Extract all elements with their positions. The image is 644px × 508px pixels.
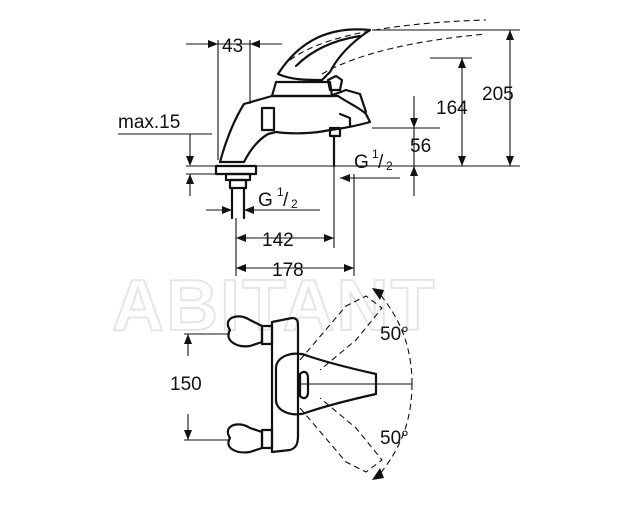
watermark: ABITANT	[112, 266, 437, 346]
thread-left-slash: /	[283, 190, 289, 211]
thread-left-den: 2	[291, 197, 298, 211]
dimension-56-label: 56	[410, 136, 431, 157]
dimension-205: 205	[372, 29, 520, 166]
thread-right-main: G	[354, 152, 369, 173]
angle-top-label: 50°	[380, 324, 409, 345]
thread-label-left: G 1 / 2	[206, 185, 320, 214]
faucet-top-outline	[226, 295, 412, 473]
thread-left-main: G	[258, 190, 273, 211]
dimension-164-label: 164	[436, 98, 468, 119]
dimension-56: 56	[372, 96, 440, 196]
dimension-150: 150	[170, 333, 230, 441]
dimension-43-label: 43	[222, 36, 243, 57]
top-view: 50° 50° 150	[170, 288, 413, 480]
dimension-43: 43	[186, 36, 282, 160]
dimension-178-label: 178	[272, 260, 304, 281]
side-view: 43 205 164 56	[118, 19, 520, 281]
thread-right-num: 1	[372, 147, 379, 161]
dimension-205-label: 205	[482, 84, 514, 105]
dimension-max15: max.15	[118, 112, 212, 196]
dimension-142: 142	[235, 166, 335, 276]
thread-left-num: 1	[277, 185, 284, 199]
dimension-max15-label: max.15	[118, 112, 180, 133]
dimension-150-label: 150	[170, 374, 202, 395]
thread-right-slash: /	[378, 152, 384, 173]
dimension-142-label: 142	[262, 230, 294, 251]
dimension-178: 178	[236, 174, 355, 281]
dimension-164: 164	[430, 57, 472, 166]
angle-indicators: 50° 50°	[372, 288, 413, 480]
angle-bottom-label: 50°	[380, 428, 409, 449]
thread-label-right: G 1 / 2	[340, 147, 400, 182]
thread-right-den: 2	[386, 159, 393, 173]
